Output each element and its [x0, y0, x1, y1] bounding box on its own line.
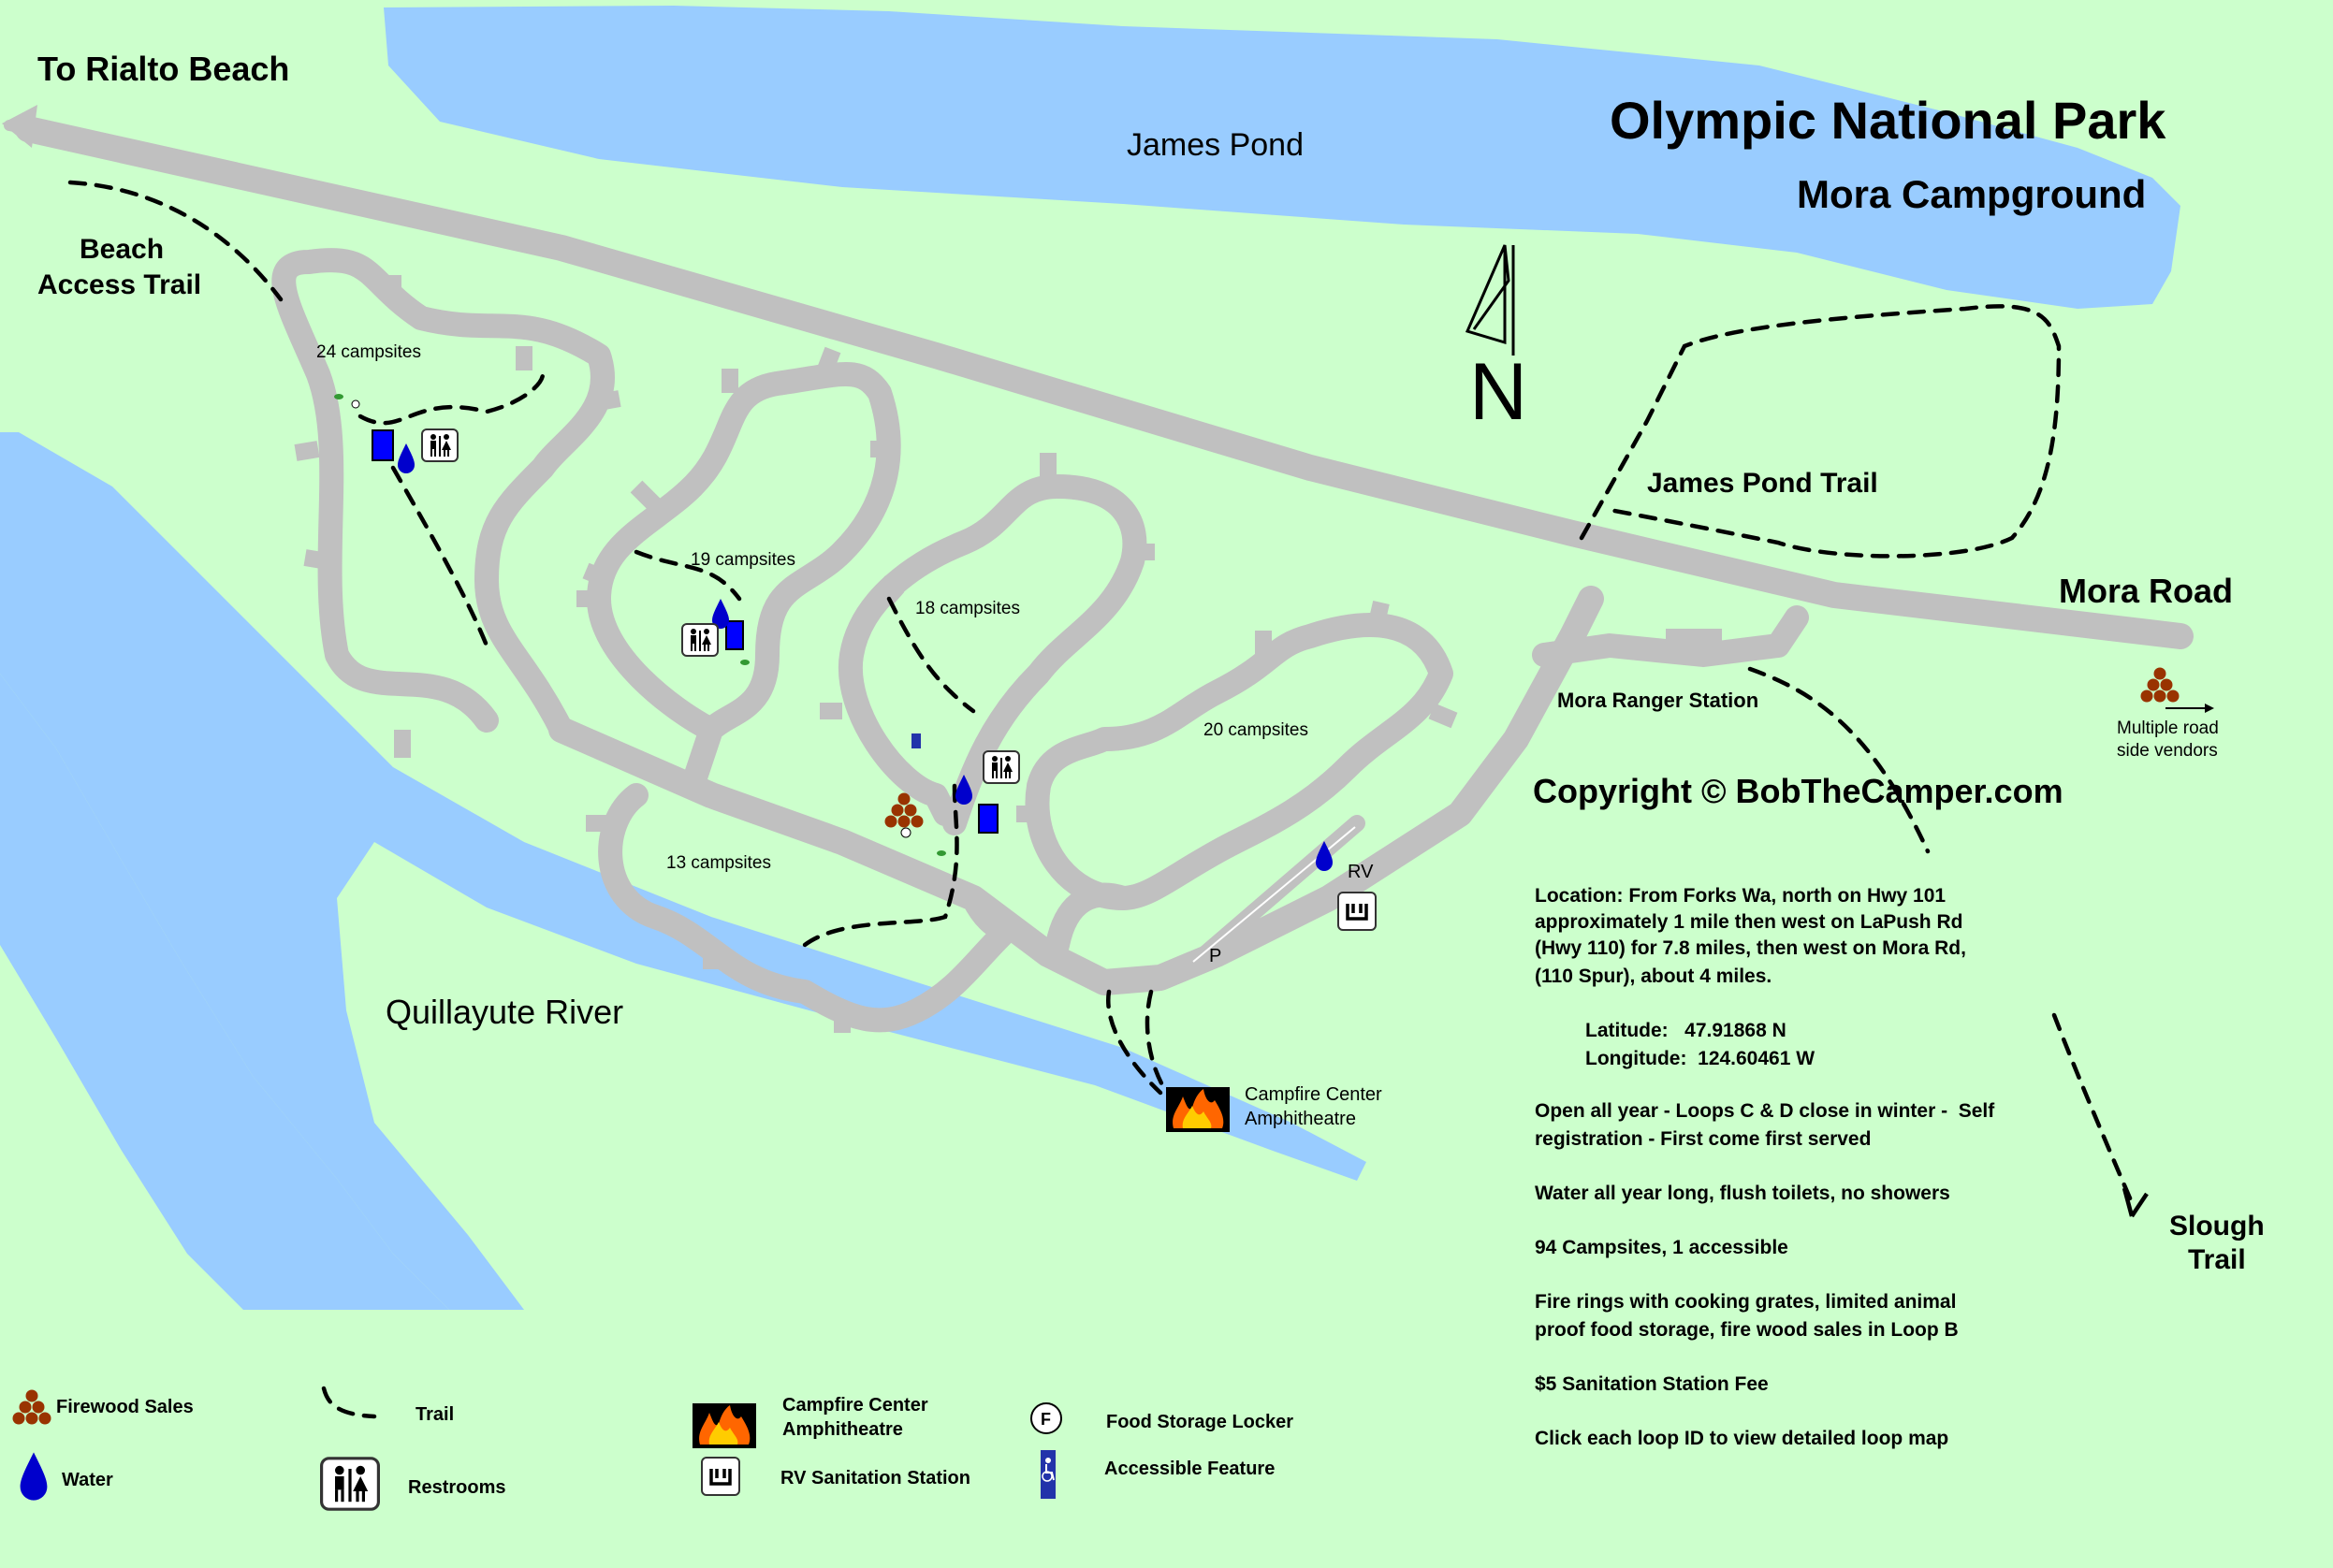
north-letter: N	[1469, 347, 1527, 437]
to-rialto-label[interactable]: To Rialto Beach	[37, 50, 289, 88]
restroom-icon	[320, 1457, 380, 1511]
slough-trail-label-2: Trail	[2188, 1244, 2246, 1275]
vendors-label: Multiple road	[2117, 719, 2219, 738]
mora-road-label: Mora Road	[2059, 572, 2233, 610]
main-campground-road	[548, 586, 1604, 995]
legend-water: Water	[62, 1470, 113, 1490]
campsite-spurs	[294, 275, 1458, 1033]
map-subtitle: Mora Campground	[1797, 172, 2146, 216]
info-season-1: Open all year - Loops C & D close in win…	[1535, 1100, 1995, 1122]
loop-c-label[interactable]: 18 campsites	[915, 599, 1020, 618]
info-fee: $5 Sanitation Station Fee	[1535, 1373, 1769, 1395]
info-location-2: approximately 1 mile then west on LaPush…	[1535, 911, 1962, 933]
james-pond	[384, 6, 2180, 309]
info-season-2: registration - First come first served	[1535, 1128, 1871, 1150]
legend-rv: RV Sanitation Station	[780, 1468, 970, 1488]
legend-accessible: Accessible Feature	[1104, 1459, 1275, 1479]
trails	[67, 180, 2149, 1218]
info-location-1: Location: From Forks Wa, north on Hwy 10…	[1535, 885, 1946, 907]
campfire-icon	[693, 1403, 756, 1448]
james-pond-label: James Pond	[1127, 127, 1304, 163]
legend: Firewood Sales Water Trail Restrooms Cam…	[12, 1386, 1293, 1511]
map-title: Olympic National Park	[1610, 91, 2166, 150]
loop-a-label[interactable]: 24 campsites	[316, 342, 421, 362]
info-location-4: (110 Spur), about 4 miles.	[1535, 965, 1772, 987]
info-panel: Location: From Forks Wa, north on Hwy 10…	[1535, 885, 1995, 1449]
parking-label: P	[1209, 946, 1221, 966]
legend-food: Food Storage Locker	[1106, 1412, 1293, 1432]
quillayute-river	[0, 432, 1366, 1310]
loop-d-label[interactable]: 20 campsites	[1203, 720, 1308, 740]
campfire-label[interactable]: Campfire Center	[1245, 1084, 1382, 1105]
beach-trail-label: Beach	[80, 234, 164, 265]
loop-c-facilities	[884, 733, 1020, 856]
legend-campfire: Campfire Center	[782, 1395, 928, 1416]
beach-trail-label-2: Access Trail	[37, 269, 201, 300]
rv-sanitation-icon	[700, 1456, 741, 1497]
trail-icon	[321, 1386, 377, 1419]
copyright-label: Copyright © BobTheCamper.com	[1533, 772, 2063, 810]
campfire-label-2[interactable]: Amphitheatre	[1245, 1109, 1356, 1129]
info-water: Water all year long, flush toilets, no s…	[1535, 1183, 1950, 1204]
ranger-station-label: Mora Ranger Station	[1557, 689, 1758, 712]
food-locker-letter: F	[1041, 1410, 1051, 1429]
river-lower-bank	[0, 674, 449, 1310]
vendors-firewood-icon	[2140, 667, 2214, 713]
info-click: Click each loop ID to view detailed loop…	[1535, 1428, 1948, 1449]
loop-c[interactable]	[838, 474, 1147, 835]
north-arrow-icon	[1465, 244, 1515, 356]
loop-b[interactable]	[587, 362, 901, 798]
loop-a-facilities	[334, 394, 459, 473]
info-location-3: (Hwy 110) for 7.8 miles, then west on Mo…	[1535, 937, 1966, 959]
campfire-center-icon	[1166, 1087, 1230, 1132]
firewood-icon	[12, 1389, 51, 1425]
loop-b-label[interactable]: 19 campsites	[691, 550, 795, 570]
water-icon	[20, 1452, 48, 1501]
mora-road	[15, 116, 2194, 649]
legend-firewood: Firewood Sales	[56, 1397, 194, 1417]
james-pond-trail-label: James Pond Trail	[1647, 468, 1878, 499]
slough-trail-label: Slough	[2169, 1211, 2265, 1241]
legend-restrooms: Restrooms	[408, 1477, 505, 1498]
loop-e-label[interactable]: 13 campsites	[666, 853, 771, 873]
info-fire-2: proof food storage, fire wood sales in L…	[1535, 1319, 1959, 1341]
info-latitude: Latitude: 47.91868 N	[1585, 1020, 1786, 1041]
loop-a[interactable]	[271, 248, 615, 742]
legend-trail: Trail	[416, 1404, 454, 1425]
vendors-label-2: side vendors	[2117, 741, 2218, 761]
loop-b-facilities	[681, 599, 750, 665]
accessible-icon	[1040, 1449, 1057, 1500]
legend-campfire-2: Amphitheatre	[782, 1419, 903, 1440]
food-locker-icon	[1030, 1402, 1062, 1434]
loop-d[interactable]	[1025, 613, 1453, 957]
rv-label: RV	[1348, 862, 1374, 882]
quillayute-label: Quillayute River	[386, 993, 623, 1031]
loop-e[interactable]	[598, 783, 1016, 1033]
info-longitude: Longitude: 124.60461 W	[1585, 1048, 1815, 1069]
info-campsites: 94 Campsites, 1 accessible	[1535, 1237, 1788, 1258]
info-fire-1: Fire rings with cooking grates, limited …	[1535, 1291, 1956, 1313]
